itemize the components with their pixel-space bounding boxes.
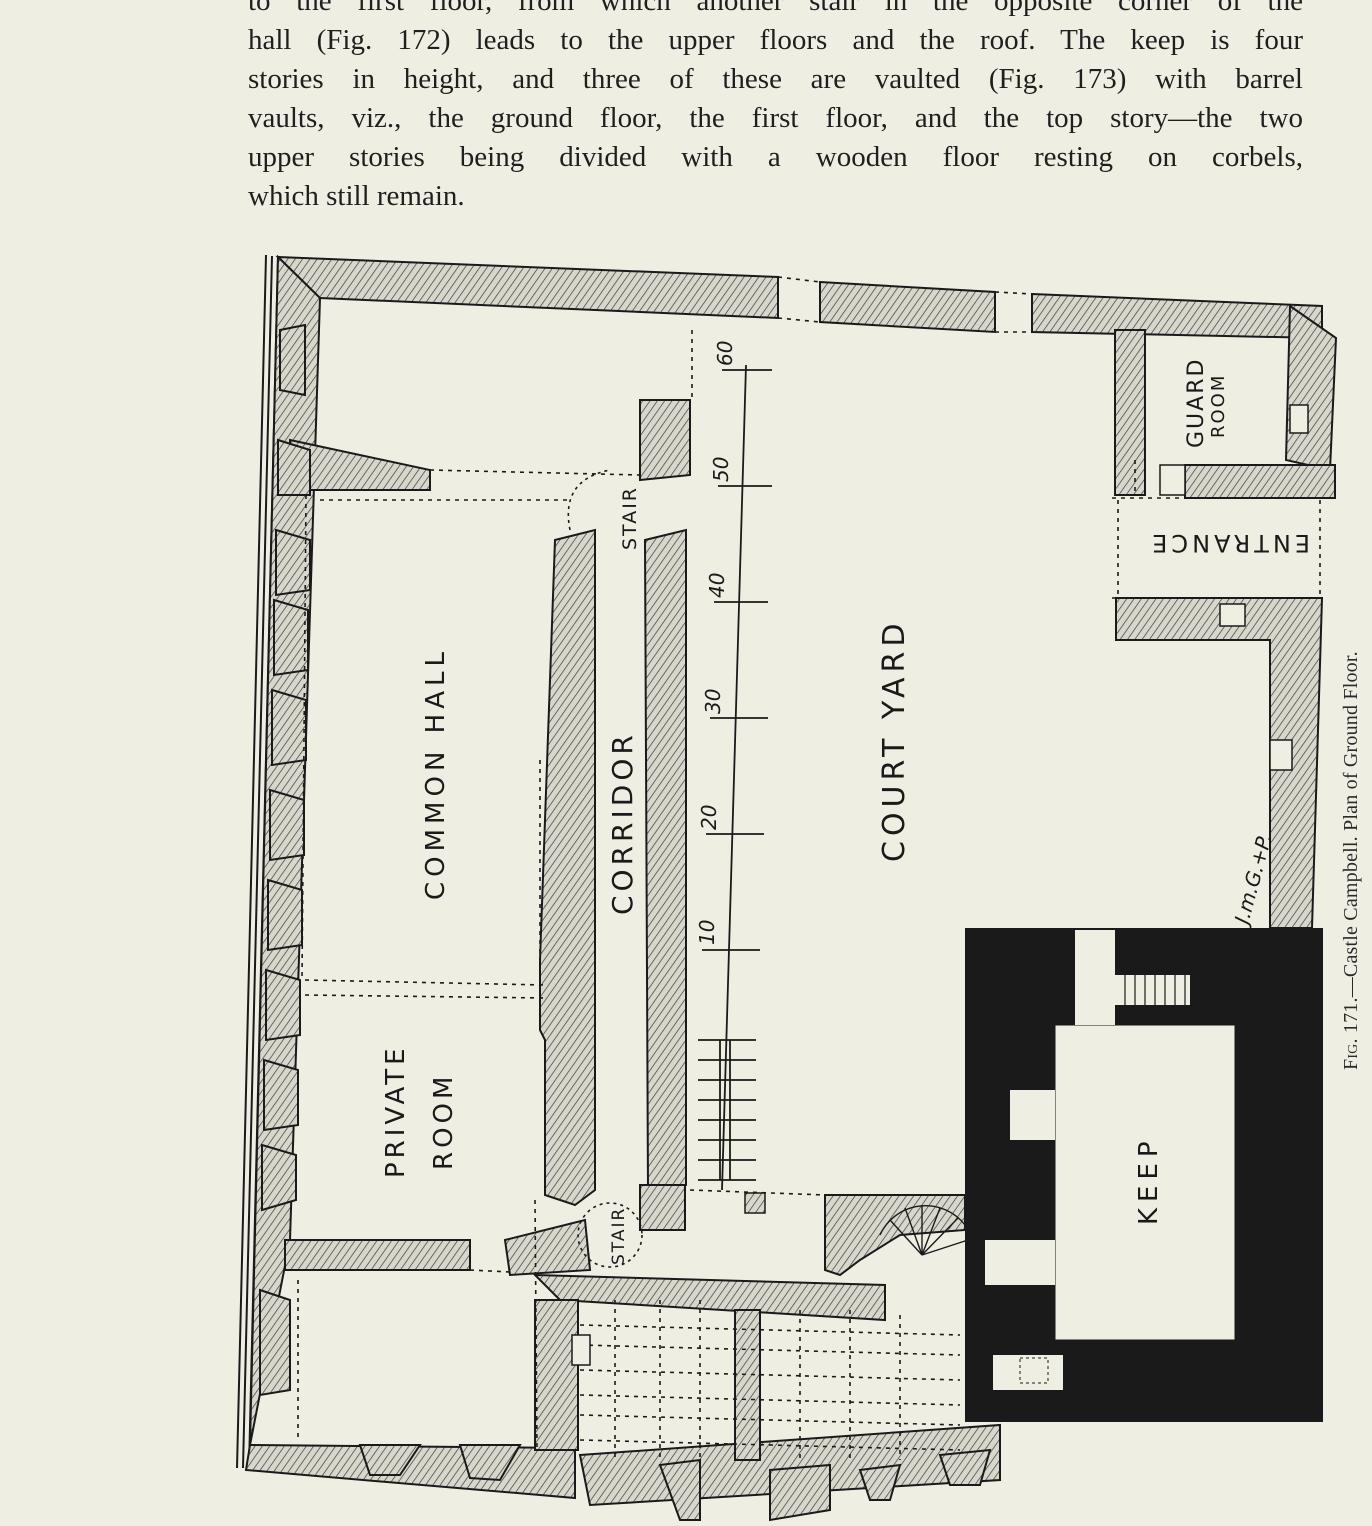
scale-label-40: 40 xyxy=(705,573,729,598)
room-labels: GUARD ROOM ENTRANCE STAIR STAIR COMMON H… xyxy=(381,358,1310,1265)
stair-label-top: STAIR xyxy=(619,486,641,550)
body-paragraph: to the first floor, from which another s… xyxy=(248,0,1303,216)
text-line: to the first floor, from which another s… xyxy=(248,0,1303,17)
text-line: upper stories being divided with a woode… xyxy=(248,141,1303,173)
figure-caption: Fig. 171.—Castle Campbell. Plan of Groun… xyxy=(1340,510,1370,1070)
entrance-label: ENTRANCE xyxy=(1148,529,1310,557)
stair-arcs xyxy=(567,469,643,1268)
guard-room-label: GUARD xyxy=(1184,358,1209,448)
partition-lines xyxy=(297,276,1335,1460)
common-hall-label: COMMON HALL xyxy=(421,647,451,900)
text-line: vaults, viz., the ground floor, the firs… xyxy=(248,102,1303,134)
outer-walls xyxy=(244,254,1338,1522)
text-line: which still remain. xyxy=(248,180,465,212)
private-room-label: PRIVATE xyxy=(381,1044,411,1178)
scale-label-10: 10 xyxy=(695,920,719,945)
guard-room-label-2: ROOM xyxy=(1208,374,1229,438)
scale-labels: 10 20 30 40 50 60 xyxy=(695,341,737,945)
spiral-stair xyxy=(879,1204,969,1256)
scale-label-60: 60 xyxy=(713,341,737,366)
scale-bar xyxy=(698,364,772,1191)
courtyard-label: COURT YARD xyxy=(877,618,912,862)
keep-block xyxy=(965,928,1323,1422)
scale-label-20: 20 xyxy=(697,805,721,830)
corridor-label: CORRIDOR xyxy=(606,731,639,915)
private-room-label-2: ROOM xyxy=(429,1073,459,1170)
scale-label-30: 30 xyxy=(701,689,725,714)
figure-caption-text: —Castle Campbell. Plan of Ground Floor. xyxy=(1340,651,1362,998)
keep-label: KEEP xyxy=(1134,1135,1164,1225)
small-openings xyxy=(571,404,1309,1366)
text-line: stories in height, and three of these ar… xyxy=(248,63,1303,95)
text-line: hall (Fig. 172) leads to the upper floor… xyxy=(248,24,1303,56)
scale-label-50: 50 xyxy=(709,457,733,482)
figure-number: Fig. 171. xyxy=(1340,997,1362,1070)
stair-label-bottom: STAIR xyxy=(609,1207,629,1265)
